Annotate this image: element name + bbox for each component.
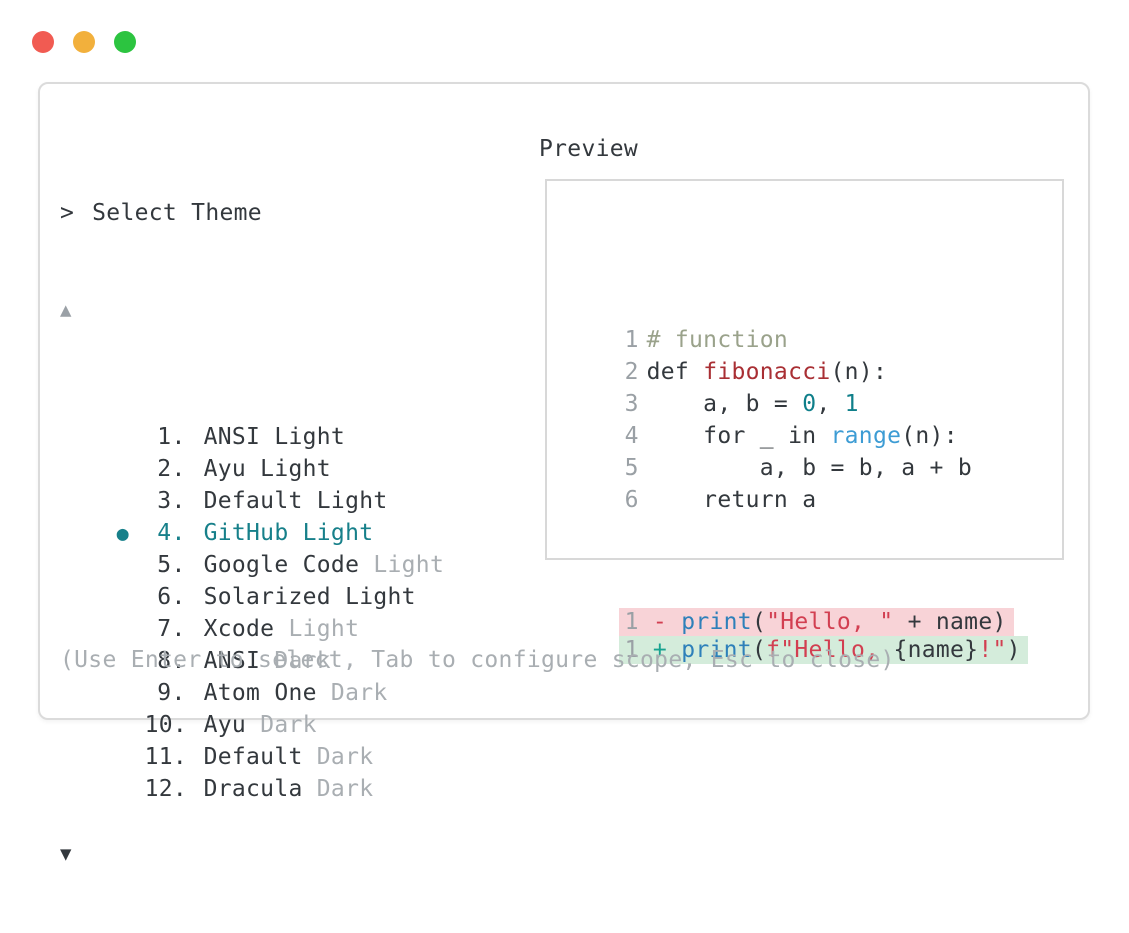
item-number: 10. (144, 712, 188, 738)
diff-line: 1 + print(f"Hello, {name}!") (568, 608, 1062, 664)
line-number: 3 (624, 391, 639, 417)
item-number: 5. (157, 552, 186, 578)
prompt-header: > Select Theme (60, 197, 444, 229)
item-name: Ayu (203, 712, 247, 738)
diff-line-highlight: 1 - print("Hello, " + name) (618, 608, 1014, 636)
preview-pane: 1 # function 2 def fibonacci(n): 3 a, b = … (545, 179, 1064, 664)
item-dim-suffix: Light (359, 552, 445, 578)
item-name: GitHub Light (203, 520, 374, 546)
theme-list-item[interactable]: 9. Atom One Dark (60, 645, 444, 706)
diff-sign-icon: + (638, 637, 682, 663)
item-name: ANSI Light (203, 424, 346, 450)
theme-list-item[interactable]: 2. Ayu Light (60, 421, 444, 482)
line-number: 2 (624, 359, 639, 385)
diff-lines: 1 - print("Hello, " + name) 1 + print(f"… (568, 580, 1062, 664)
preview-label: Preview (539, 136, 639, 162)
line-number: 6 (624, 487, 639, 513)
line-text: a, b = 0, 1 (646, 391, 859, 417)
item-dim-suffix: Dark (316, 680, 388, 706)
diff-line: 1 - print("Hello, " + name) (568, 580, 1062, 636)
line-text: a, b = b, a + b (646, 455, 972, 481)
theme-list-item[interactable]: 10. Ayu Dark (60, 677, 444, 738)
item-number: 7. (157, 616, 186, 642)
line-text: return a (646, 487, 817, 513)
item-name: Dracula (203, 776, 303, 802)
page-title: Select Theme (92, 200, 262, 226)
item-number: 4. (157, 520, 186, 546)
theme-list-item[interactable]: 8. ANSI Dark (60, 613, 444, 674)
item-number: 12. (144, 776, 188, 802)
code-line: 1 # function (568, 292, 1062, 353)
item-dim-suffix: Dark (302, 744, 374, 770)
window-controls (32, 31, 136, 53)
line-text: def fibonacci(n): (646, 359, 888, 385)
item-name: Atom One (203, 680, 317, 706)
item-dim-suffix: Dark (260, 648, 331, 674)
line-number: 5 (624, 455, 639, 481)
item-number: 11. (144, 744, 188, 770)
item-name: Google Code (203, 552, 360, 578)
item-dim-suffix: Light (274, 616, 360, 642)
line-number: 4 (624, 423, 639, 449)
theme-list-item[interactable]: 3. Default Light (60, 453, 444, 514)
theme-selector-column: > Select Theme ▲ 1. ANSI Light 2. Ayu Ligh… (60, 133, 444, 933)
scroll-down-icon[interactable]: ▼ (60, 843, 72, 865)
code-line: 3 a, b = 0, 1 (568, 356, 1062, 417)
code-line: 5 a, b = b, a + b (568, 420, 1062, 481)
theme-list-item[interactable]: ● 4. GitHub Light (60, 485, 444, 546)
code-preview: 1 # function 2 def fibonacci(n): 3 a, b = … (547, 181, 1062, 700)
code-lines: 1 # function 2 def fibonacci(n): 3 a, b = … (568, 292, 1062, 513)
line-number: 1 (624, 327, 639, 353)
diff-line-text: print("Hello, " + name) (681, 609, 1007, 635)
zoom-button-icon[interactable] (114, 31, 136, 53)
item-number: 2. (157, 456, 186, 482)
line-text: for _ in range(n): (646, 423, 958, 449)
diff-line-number: 1 (624, 637, 639, 663)
item-name: Xcode (203, 616, 275, 642)
item-number: 8. (157, 648, 186, 674)
code-line: 6 return a (568, 452, 1062, 513)
theme-list-item[interactable]: 1. ANSI Light (60, 389, 444, 450)
item-number: 9. (157, 680, 186, 706)
item-name: ANSI (203, 648, 261, 674)
line-text: # function (646, 327, 789, 353)
minimize-button-icon[interactable] (73, 31, 95, 53)
theme-picker-panel: > Select Theme ▲ 1. ANSI Light 2. Ayu Ligh… (38, 82, 1090, 865)
item-dim-suffix: Dark (246, 712, 317, 738)
diff-line-highlight: 1 + print(f"Hello, {name}!") (618, 636, 1028, 664)
theme-list-item[interactable]: 6. Solarized Light (60, 549, 444, 610)
scroll-up-icon[interactable]: ▲ (60, 299, 72, 321)
selected-bullet-icon: ● (116, 521, 129, 545)
theme-list-item[interactable]: 7. Xcode Light (60, 581, 444, 642)
diff-line-number: 1 (624, 609, 639, 635)
item-name: Default (203, 744, 303, 770)
item-number: 3. (157, 488, 186, 514)
item-number: 6. (157, 584, 186, 610)
item-number: 1. (157, 424, 186, 450)
keyboard-hint: (Use Enter to select, Tab to configure s… (60, 647, 895, 673)
code-line: 2 def fibonacci(n): (568, 324, 1062, 385)
item-dim-suffix: Dark (302, 776, 374, 802)
item-name: Solarized Light (203, 584, 416, 610)
item-name: Ayu Light (203, 456, 331, 482)
theme-list: 1. ANSI Light 2. Ayu Light 3. Default Light… (60, 389, 444, 802)
close-button-icon[interactable] (32, 31, 54, 53)
diff-line-text: print(f"Hello, {name}!") (681, 637, 1021, 663)
theme-list-item[interactable]: 5. Google Code Light (60, 517, 444, 578)
code-line: 4 for _ in range(n): (568, 388, 1062, 449)
item-name: Default Light (203, 488, 388, 514)
diff-sign-icon: - (638, 609, 682, 635)
prompt-chevron-icon: > (60, 200, 75, 226)
